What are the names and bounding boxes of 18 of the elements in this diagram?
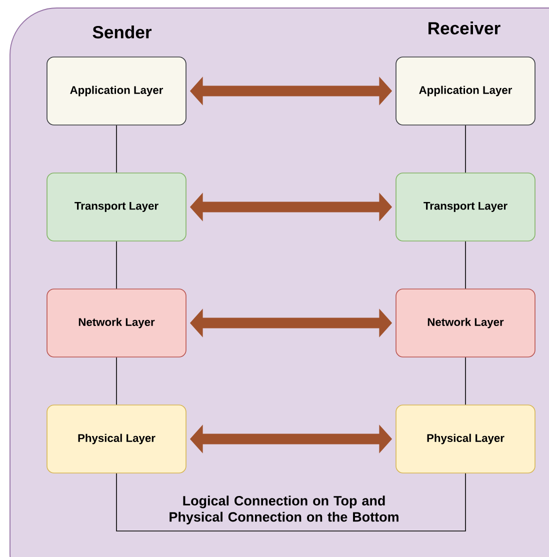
heading: Receiver bbox=[428, 22, 500, 34]
layer-box: Transport Layer bbox=[396, 172, 536, 242]
connector-line bbox=[465, 241, 466, 289]
layer-box: Application Layer bbox=[46, 56, 186, 126]
layer-box: Physical Layer bbox=[396, 404, 536, 474]
layer-box: Application Layer bbox=[396, 56, 536, 126]
layer-box: Transport Layer bbox=[46, 172, 186, 242]
caption: Logical Connection on Top and Physical Connection on the Bottom bbox=[170, 496, 398, 524]
connector-line bbox=[465, 357, 466, 405]
heading: Sender bbox=[92, 26, 152, 38]
layer-box: Physical Layer bbox=[46, 404, 186, 474]
connector-line bbox=[116, 125, 117, 173]
connector-line bbox=[116, 241, 117, 289]
layer-box: Network Layer bbox=[46, 288, 186, 358]
connector-line bbox=[116, 357, 117, 405]
connector-line bbox=[116, 473, 466, 532]
layer-box: Network Layer bbox=[396, 288, 536, 358]
connector-line bbox=[465, 125, 466, 173]
